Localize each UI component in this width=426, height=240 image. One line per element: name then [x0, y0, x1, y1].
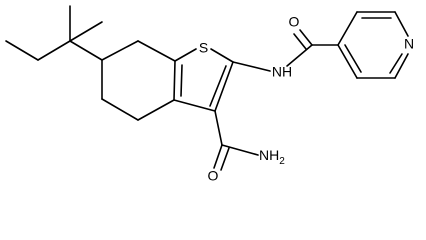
bond-ethyl-ch3 — [5, 40, 39, 61]
atom-sulfur: S — [199, 40, 208, 56]
bond-quaternary-to-ring — [69, 40, 103, 61]
bond-s-c2 — [210, 48, 234, 63]
bond-py-c5-c4 — [337, 44, 358, 79]
bond-c7a-s — [174, 48, 197, 62]
bond-ring-c5-c4 — [101, 98, 139, 121]
bond-c2-c3 — [214, 61, 234, 112]
atom-carbonyl-oxygen-top: O — [289, 14, 300, 30]
atom-pyridine-nitrogen: N — [404, 36, 414, 52]
bond-ring-c7-c7a — [137, 40, 176, 62]
bond-py-n-c6 — [394, 53, 409, 79]
bond-py-c2-n — [394, 11, 409, 37]
bond-nh-carbonyl — [286, 44, 313, 67]
bond-py-c5-c4-double — [344, 44, 362, 73]
bond-amide-co — [213, 144, 223, 169]
bond-amide-co-double — [220, 147, 230, 171]
bond-amide-cn — [221, 144, 259, 156]
bond-c3-c3a — [173, 99, 216, 112]
bond-ethyl-ch2 — [37, 40, 71, 61]
bond-carbonyl-o — [299, 29, 313, 46]
atom-amide-nh: NH — [272, 64, 292, 80]
bond-c2-c3-double — [209, 65, 227, 107]
bond-carbonyl-o-double — [293, 33, 307, 50]
bond-ring-c3a-c7a-double — [180, 64, 183, 97]
bond-ring-c4-c3a — [137, 99, 175, 121]
bond-ring-c3a-c7a — [173, 60, 176, 101]
bond-ring-c6-c7 — [101, 40, 139, 61]
bond-c3-amide-carbon — [214, 110, 223, 146]
bond-py-n-c6-double — [389, 53, 403, 74]
bond-quaternary-methyl-right — [69, 21, 103, 42]
atom-amide-nh2: NH2 — [259, 147, 285, 167]
molecule-diagram: S NH O N O NH2 — [5, 5, 414, 184]
bond-py-c4-c3 — [337, 11, 358, 46]
atom-carbonyl-oxygen-bottom: O — [208, 168, 219, 184]
structure-canvas: S NH O N O NH2 — [5, 5, 415, 184]
atom-amide-nh2-main: NH — [259, 147, 279, 163]
bond-c2-nh — [232, 61, 271, 72]
atom-amide-nh2-subscript: 2 — [279, 156, 285, 167]
